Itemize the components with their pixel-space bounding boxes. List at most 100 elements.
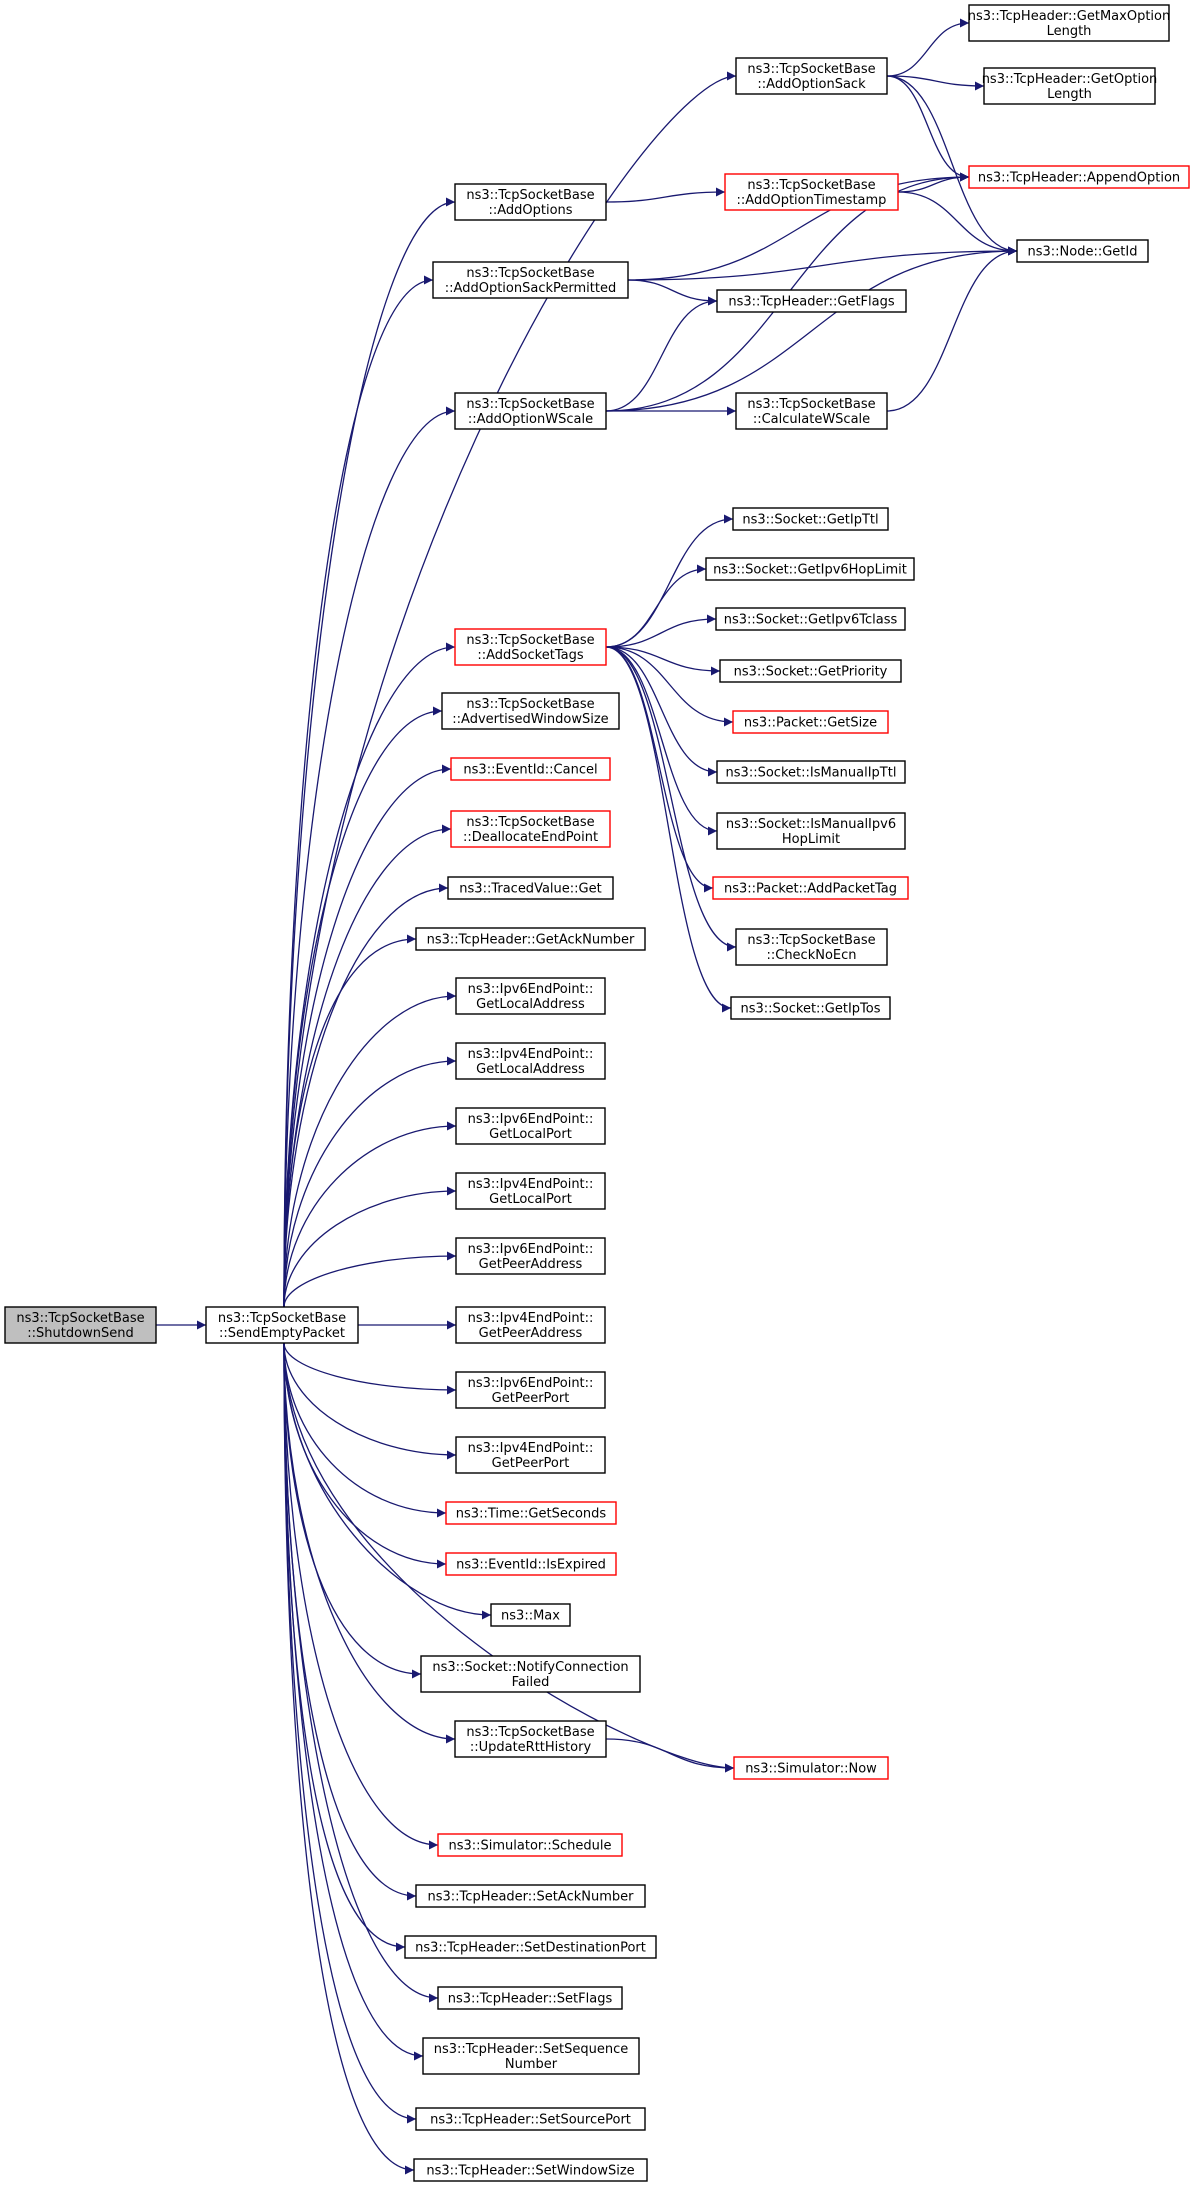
node-simulator-now[interactable]: ns3::Simulator::Now: [733, 1756, 889, 1780]
node-set-flags[interactable]: ns3::TcpHeader::SetFlags: [437, 1986, 623, 2010]
node-box: [705, 557, 915, 581]
edge-line: [283, 1342, 456, 1744]
node-calculate-wscale[interactable]: ns3::TcpSocketBase::CalculateWScale: [735, 392, 888, 430]
node-label: ::ShutdownSend: [27, 1326, 133, 1341]
node-add-option-sack-permitted[interactable]: ns3::TcpSocketBase::AddOptionSackPermitt…: [432, 261, 629, 299]
node-traced-value-get[interactable]: ns3::TracedValue::Get: [447, 876, 614, 900]
node-box: [441, 692, 620, 730]
edge-send_empty_packet-to-max: [283, 1342, 492, 1620]
node-ipv6-get-peer-address[interactable]: ns3::Ipv6EndPoint::GetPeerAddress: [455, 1237, 606, 1275]
node-get-ipv6-hop-limit[interactable]: ns3::Socket::GetIpv6HopLimit: [705, 557, 915, 581]
node-time-get-seconds[interactable]: ns3::Time::GetSeconds: [445, 1501, 617, 1525]
node-add-option-wscale[interactable]: ns3::TcpSocketBase::AddOptionWScale: [454, 392, 607, 430]
node-get-ipv6-tclass[interactable]: ns3::Socket::GetIpv6Tclass: [715, 607, 906, 631]
node-box: [735, 928, 888, 966]
node-box: [732, 507, 889, 531]
node-label: ns3::Ipv4EndPoint::: [468, 1311, 594, 1326]
node-label: ns3::TcpSocketBase: [466, 1725, 594, 1740]
node-deallocate-end-point[interactable]: ns3::TcpSocketBase::DeallocateEndPoint: [450, 810, 611, 848]
node-box: [415, 1884, 646, 1908]
edge-send_empty_packet-to-ipv4_get_local_address: [283, 1056, 457, 1308]
node-get-ack-number[interactable]: ns3::TcpHeader::GetAckNumber: [415, 927, 646, 951]
node-label: ns3::Node::GetId: [1028, 245, 1138, 260]
edge-send_empty_packet-to-time_get_seconds: [283, 1342, 447, 1518]
node-ipv4-get-local-port[interactable]: ns3::Ipv4EndPoint::GetLocalPort: [455, 1172, 606, 1210]
node-ipv6-get-peer-port[interactable]: ns3::Ipv6EndPoint::GetPeerPort: [455, 1371, 606, 1409]
edge-line: [283, 1056, 457, 1308]
node-get-flags[interactable]: ns3::TcpHeader::GetFlags: [716, 289, 907, 313]
node-append-option[interactable]: ns3::TcpHeader::AppendOption: [968, 165, 1190, 189]
edge-add_socket_tags-to-get_ip_tos: [605, 646, 732, 1013]
edge-line: [283, 71, 737, 1308]
node-get-priority[interactable]: ns3::Socket::GetPriority: [719, 659, 902, 683]
edge-line: [283, 1342, 417, 2124]
node-label: Number: [505, 2057, 558, 2072]
node-set-window-size[interactable]: ns3::TcpHeader::SetWindowSize: [413, 2158, 648, 2182]
node-ipv4-get-peer-address[interactable]: ns3::Ipv4EndPoint::GetPeerAddress: [455, 1306, 606, 1344]
node-label: ns3::EventId::IsExpired: [456, 1558, 606, 1573]
node-label: HopLimit: [782, 832, 840, 847]
edge-send_empty_packet-to-ipv4_get_local_port: [283, 1186, 457, 1308]
node-get-ip-ttl[interactable]: ns3::Socket::GetIpTtl: [732, 507, 889, 531]
edge-line: [886, 75, 1018, 256]
node-label: ::CheckNoEcn: [766, 948, 856, 963]
node-label: ns3::TcpSocketBase: [218, 1311, 346, 1326]
node-label: ns3::EventId::Cancel: [463, 763, 597, 778]
node-ipv4-get-local-address[interactable]: ns3::Ipv4EndPoint::GetLocalAddress: [455, 1042, 606, 1080]
edge-line: [283, 1342, 424, 2061]
node-label: Length: [1047, 24, 1092, 39]
node-check-no-ecn[interactable]: ns3::TcpSocketBase::CheckNoEcn: [735, 928, 888, 966]
node-label: ::AddSocketTags: [477, 648, 583, 663]
edge-line: [605, 646, 737, 952]
node-advertised-window-size[interactable]: ns3::TcpSocketBase::AdvertisedWindowSize: [441, 692, 620, 730]
node-box: [437, 1833, 623, 1857]
node-box: [420, 1655, 641, 1693]
node-set-source-port[interactable]: ns3::TcpHeader::SetSourcePort: [415, 2107, 646, 2131]
node-simulator-schedule[interactable]: ns3::Simulator::Schedule: [437, 1833, 623, 1857]
node-box: [450, 810, 611, 848]
node-is-manual-ip-ttl[interactable]: ns3::Socket::IsManualIpTtl: [716, 760, 906, 784]
node-ipv4-get-peer-port[interactable]: ns3::Ipv4EndPoint::GetPeerPort: [455, 1436, 606, 1474]
node-event-cancel[interactable]: ns3::EventId::Cancel: [450, 757, 611, 781]
node-box: [724, 173, 899, 211]
edge-add_socket_tags-to-get_ipv6_tclass: [605, 614, 717, 648]
node-add-options[interactable]: ns3::TcpSocketBase::AddOptions: [454, 183, 607, 221]
node-max[interactable]: ns3::Max: [490, 1603, 571, 1627]
node-label: ns3::TcpHeader::GetOption: [982, 72, 1158, 87]
node-label: ns3::Packet::GetSize: [744, 716, 877, 731]
node-update-rtt-history[interactable]: ns3::TcpSocketBase::UpdateRttHistory: [454, 1720, 607, 1758]
node-box: [437, 1986, 623, 2010]
node-add-option-sack[interactable]: ns3::TcpSocketBase::AddOptionSack: [735, 57, 888, 95]
edge-send_empty_packet-to-simulator_schedule: [283, 1342, 439, 1850]
edge-line: [605, 1738, 735, 1773]
node-event-is-expired[interactable]: ns3::EventId::IsExpired: [445, 1552, 617, 1576]
node-box: [455, 977, 606, 1015]
node-set-ack-number[interactable]: ns3::TcpHeader::SetAckNumber: [415, 1884, 646, 1908]
edge-line: [283, 1342, 735, 1773]
node-add-option-timestamp[interactable]: ns3::TcpSocketBase::AddOptionTimestamp: [724, 173, 899, 211]
node-box: [415, 927, 646, 951]
node-label: ns3::Ipv6EndPoint::: [468, 982, 594, 997]
node-node-get-id[interactable]: ns3::Node::GetId: [1016, 239, 1149, 263]
edge-send_empty_packet-to-ipv6_get_peer_address: [283, 1251, 457, 1308]
node-set-destination-port[interactable]: ns3::TcpHeader::SetDestinationPort: [404, 1935, 657, 1959]
node-add-packet-tag[interactable]: ns3::Packet::AddPacketTag: [712, 876, 909, 900]
node-label: ns3::TcpHeader::SetSequence: [434, 2042, 629, 2057]
node-ipv6-get-local-port[interactable]: ns3::Ipv6EndPoint::GetLocalPort: [455, 1107, 606, 1145]
node-send-empty-packet[interactable]: ns3::TcpSocketBase::SendEmptyPacket: [205, 1306, 359, 1344]
edge-add_socket_tags-to-packet_get_size: [605, 646, 734, 727]
node-box: [455, 1436, 606, 1474]
node-get-ip-tos[interactable]: ns3::Socket::GetIpTos: [730, 996, 891, 1020]
edge-send_empty_packet-to-set_source_port: [283, 1342, 417, 2124]
node-packet-get-size[interactable]: ns3::Packet::GetSize: [732, 710, 889, 734]
edge-line: [627, 279, 718, 306]
node-add-socket-tags[interactable]: ns3::TcpSocketBase::AddSocketTags: [454, 628, 607, 666]
edge-add_socket_tags-to-get_ip_ttl: [605, 514, 734, 648]
node-ipv6-get-local-address[interactable]: ns3::Ipv6EndPoint::GetLocalAddress: [455, 977, 606, 1015]
